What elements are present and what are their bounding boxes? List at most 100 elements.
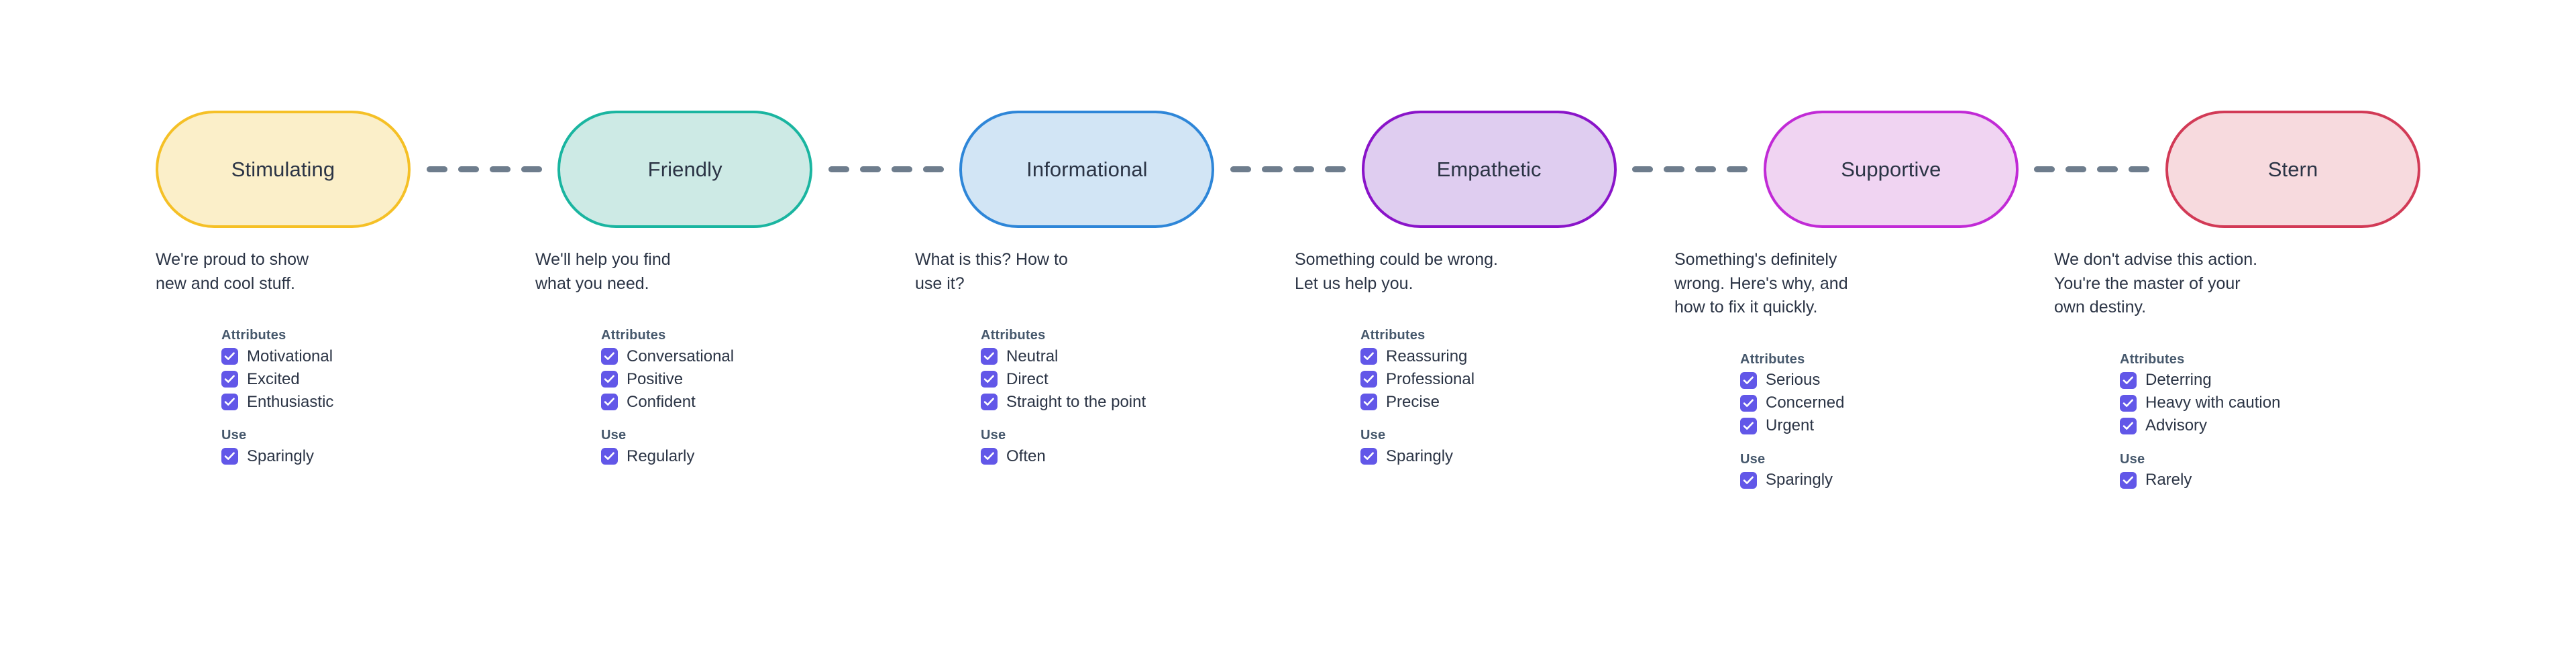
tone-description: We're proud to show new and cool stuff.: [156, 250, 309, 293]
checkbox-item[interactable]: Direct: [981, 371, 1170, 388]
checkbox-item[interactable]: Sparingly: [221, 448, 411, 465]
checkbox-checked-icon[interactable]: [221, 394, 238, 410]
checkbox-checked-icon[interactable]: [1360, 394, 1377, 410]
checkbox-checked-icon[interactable]: [981, 394, 998, 410]
checkbox-checked-icon[interactable]: [601, 371, 618, 388]
use-group-title: Use: [1360, 428, 1386, 442]
dash-segment: [1262, 166, 1283, 172]
checkbox-item[interactable]: Often: [981, 448, 1170, 465]
tone-pill-stimulating[interactable]: Stimulating: [156, 111, 411, 228]
checkbox-label: Conversational: [627, 347, 735, 365]
tone-description: We'll help you find what you need.: [535, 250, 671, 293]
checkbox-item[interactable]: Sparingly: [1740, 471, 1929, 489]
dash-segment: [2097, 166, 2118, 172]
dash-segment: [1325, 166, 1346, 172]
checkbox-checked-icon[interactable]: [601, 348, 618, 365]
checkbox-item[interactable]: Precise: [1360, 394, 1550, 410]
checkbox-item[interactable]: Motivational: [221, 348, 411, 365]
checkbox-item[interactable]: Urgent: [1740, 416, 1929, 434]
checkbox-checked-icon[interactable]: [221, 371, 238, 388]
checkbox-item[interactable]: Regularly: [601, 448, 790, 465]
checkbox-item[interactable]: Neutral: [981, 348, 1170, 365]
tone-pill-empathetic[interactable]: Empathetic: [1361, 111, 1617, 228]
tone-detail-columns: We're proud to show new and cool stuff. A…: [156, 248, 2420, 489]
checkbox-label: Direct: [1006, 369, 1049, 388]
checkbox-label: Concerned: [1766, 394, 1845, 412]
dash-segment: [458, 166, 479, 172]
checkbox-checked-icon[interactable]: [1740, 394, 1757, 412]
checkbox-checked-icon[interactable]: [981, 348, 998, 365]
checkbox-checked-icon[interactable]: [601, 394, 618, 410]
dash-segment: [1695, 166, 1717, 172]
checkbox-item[interactable]: Advisory: [2120, 417, 2309, 434]
checkbox-item[interactable]: Confident: [601, 394, 790, 410]
checkbox-item[interactable]: Professional: [1360, 371, 1550, 388]
checkbox-label: Sparingly: [1766, 471, 1833, 489]
checkbox-checked-icon[interactable]: [2120, 394, 2137, 412]
checkbox-checked-icon[interactable]: [1740, 471, 1757, 489]
dash-segment: [2065, 166, 2087, 172]
tone-pill-track: Stimulating Friendly Informational Empathet…: [156, 111, 2421, 228]
checkbox-checked-icon[interactable]: [1360, 348, 1377, 365]
checkbox-checked-icon[interactable]: [981, 371, 998, 388]
checkbox-checked-icon[interactable]: [1740, 371, 1757, 389]
dash-segment: [828, 166, 849, 172]
checkbox-item[interactable]: Excited: [221, 371, 411, 388]
tone-description: What is this? How to use it?: [915, 250, 1068, 293]
checkbox-item[interactable]: Positive: [601, 371, 790, 388]
tone-pill-friendly[interactable]: Friendly: [557, 111, 813, 228]
tone-pill-stern[interactable]: Stern: [2165, 111, 2421, 228]
checkbox-item[interactable]: Rarely: [2120, 471, 2309, 489]
tone-pill-informational[interactable]: Informational: [959, 111, 1215, 228]
checkbox-checked-icon[interactable]: [2120, 471, 2137, 489]
attributes-group-title: Attributes: [221, 328, 286, 343]
checkbox-label: Positive: [627, 369, 684, 388]
checkbox-label: Confident: [627, 392, 696, 411]
checkbox-checked-icon[interactable]: [2120, 371, 2137, 389]
checkbox-item[interactable]: Sparingly: [1360, 448, 1550, 465]
checkbox-item[interactable]: Reassuring: [1360, 348, 1550, 365]
checkbox-item[interactable]: Straight to the point: [981, 394, 1170, 410]
checkbox-item[interactable]: Deterring: [2120, 371, 2309, 389]
checkbox-item[interactable]: Serious: [1740, 371, 1929, 389]
checkbox-checked-icon[interactable]: [1360, 371, 1377, 388]
checkbox-checked-icon[interactable]: [1740, 417, 1757, 434]
checkbox-item[interactable]: Conversational: [601, 348, 790, 365]
checkbox-checked-icon[interactable]: [2120, 417, 2137, 434]
checkbox-item[interactable]: Enthusiastic: [221, 394, 411, 410]
checkbox-checked-icon[interactable]: [221, 448, 238, 465]
connector-dashed-line-icon: [1626, 166, 1754, 172]
use-group-title: Use: [601, 428, 627, 442]
checkbox-checked-icon[interactable]: [221, 348, 238, 365]
attributes-group-title: Attributes: [2120, 351, 2185, 367]
dash-segment: [1293, 166, 1314, 172]
tone-pill-supportive[interactable]: Supportive: [1763, 111, 2019, 228]
dash-segment: [1727, 166, 1748, 172]
use-group-title: Use: [981, 428, 1006, 442]
attributes-group-title: Attributes: [1360, 328, 1426, 343]
checkbox-label: Professional: [1386, 369, 1475, 388]
checkbox-item[interactable]: Concerned: [1740, 394, 1929, 412]
checkbox-item[interactable]: Heavy with caution: [2120, 394, 2309, 412]
attributes-group-title: Attributes: [981, 328, 1046, 343]
checkbox-label: Urgent: [1766, 416, 1815, 434]
checkbox-label: Excited: [247, 369, 300, 388]
checkbox-checked-icon[interactable]: [981, 448, 998, 465]
connector-dashed-line-icon: [822, 166, 950, 172]
use-group-title: Use: [1740, 451, 1766, 467]
checkbox-checked-icon[interactable]: [1360, 448, 1377, 465]
checkbox-checked-icon[interactable]: [601, 448, 618, 465]
